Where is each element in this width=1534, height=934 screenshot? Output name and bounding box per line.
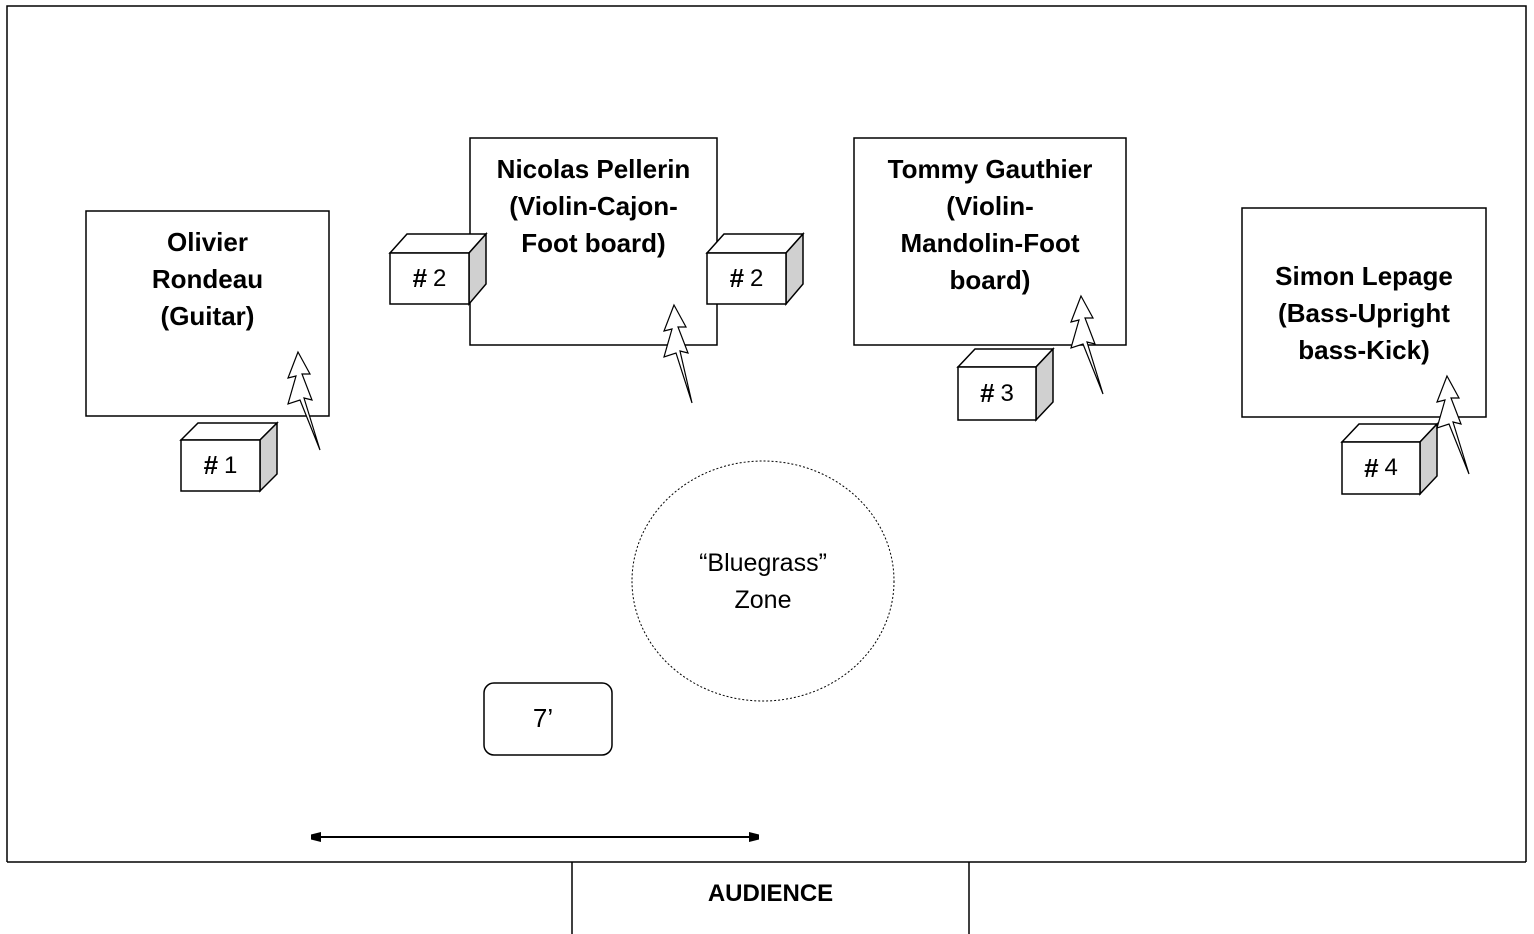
audience-label: AUDIENCE — [707, 880, 834, 907]
stage-outline — [6, 5, 1527, 862]
lightning-bolt-icon — [663, 303, 693, 404]
musician-line: Olivier — [167, 227, 248, 257]
monitor-number: 4 — [1384, 454, 1398, 481]
musician-line: (Violin- — [946, 191, 1034, 221]
bluegrass-zone-label: “Bluegrass” Zone — [633, 545, 893, 619]
monitor-hash: # — [412, 263, 428, 293]
bluegrass-zone-circle — [631, 460, 895, 702]
musician-line: (Guitar) — [160, 301, 255, 331]
monitor-number: 3 — [1000, 379, 1014, 407]
monitor-hash: # — [980, 378, 995, 408]
monitor-4-label: #4 — [1342, 442, 1420, 494]
musician-line: Nicolas Pellerin — [496, 154, 691, 184]
musician-line: Simon Lepage — [1275, 261, 1453, 291]
musician-line: board) — [949, 265, 1031, 295]
lightning-bolt-icon — [1070, 294, 1104, 395]
monitor-1-icon — [179, 421, 279, 493]
monitor-number: 2 — [433, 264, 447, 292]
olivier-position-box — [85, 210, 330, 417]
musician-label-simon: Simon Lepage (Bass-Upright bass-Kick) — [1242, 258, 1486, 369]
musician-line: Tommy Gauthier — [887, 154, 1093, 184]
monitor-2-right-label: #2 — [707, 253, 786, 304]
musician-line: (Violin-Cajon- — [509, 191, 678, 221]
zone-line-2: Zone — [734, 586, 792, 614]
musician-line: bass-Kick) — [1298, 335, 1430, 365]
lightning-bolt-icon — [287, 350, 321, 451]
monitor-hash: # — [203, 450, 219, 480]
musician-label-olivier: Olivier Rondeau (Guitar) — [86, 224, 329, 335]
monitor-3-label: #3 — [958, 367, 1036, 420]
monitor-1-label: #1 — [181, 440, 260, 491]
monitor-4-icon — [1340, 422, 1439, 496]
musician-label-tommy: Tommy Gauthier (Violin- Mandolin-Foot bo… — [854, 151, 1126, 299]
musician-label-nicolas: Nicolas Pellerin (Violin-Cajon- Foot boa… — [470, 151, 717, 262]
monitor-number: 2 — [750, 264, 764, 292]
zone-line-1: “Bluegrass” — [699, 549, 827, 577]
monitor-2-left-icon — [388, 232, 488, 307]
monitor-number: 1 — [224, 451, 238, 479]
musician-line: Rondeau — [151, 264, 264, 294]
musician-line: (Bass-Upright — [1278, 298, 1450, 328]
monitor-hash: # — [1364, 452, 1379, 483]
distance-label: 7’ — [532, 703, 554, 733]
musician-line: Mandolin-Foot — [900, 228, 1080, 258]
monitor-2-left-label: #2 — [390, 253, 469, 304]
monitor-hash: # — [729, 263, 745, 293]
lightning-bolt-icon — [1436, 374, 1470, 475]
monitor-3-icon — [956, 347, 1055, 422]
musician-line: Foot board) — [521, 228, 666, 258]
distance-box — [483, 682, 613, 756]
monitor-2-right-icon — [705, 232, 805, 307]
